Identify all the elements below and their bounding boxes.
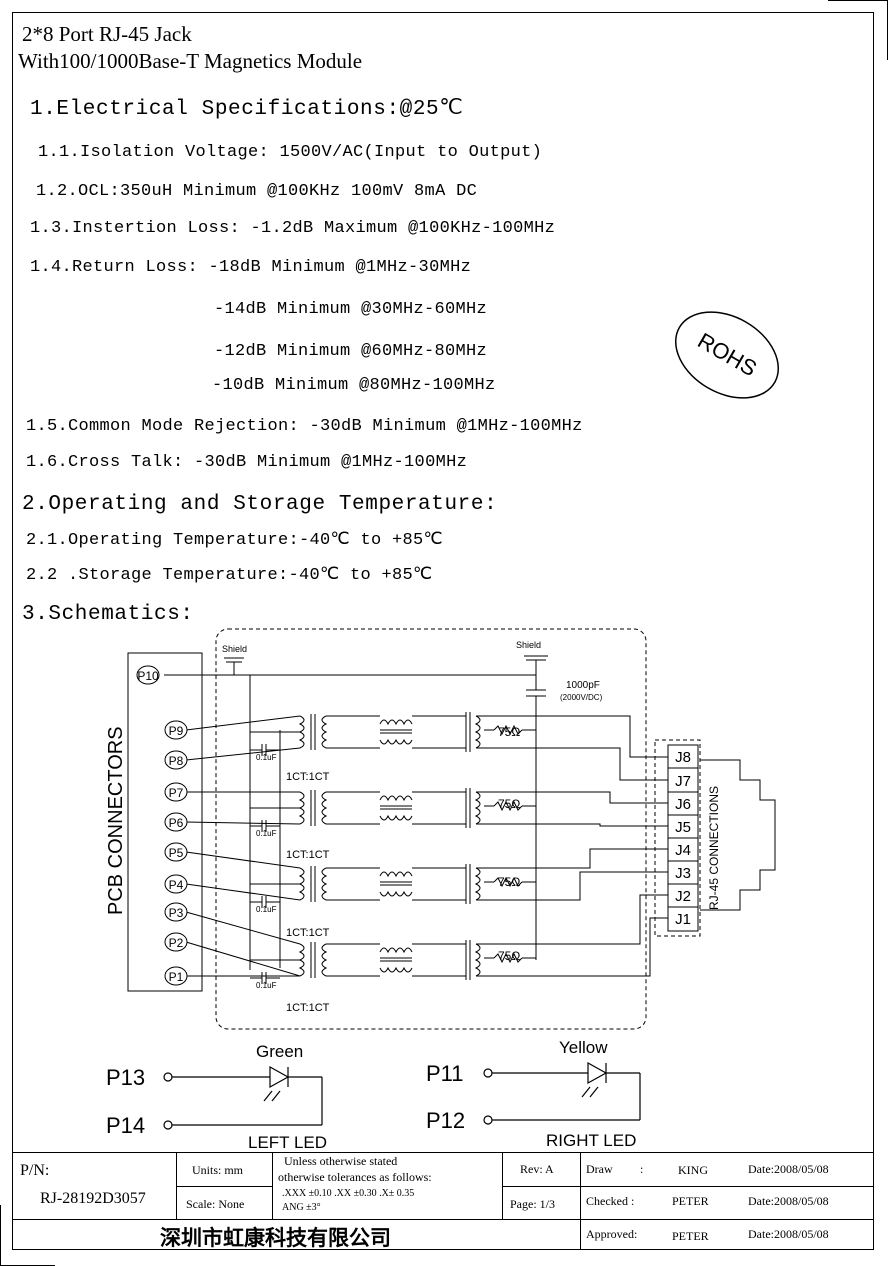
led-right-color: Yellow xyxy=(559,1038,608,1057)
jack-label: J4 xyxy=(675,842,691,859)
spec-item: 1.3.Instertion Loss: -1.2dB Maximum @100… xyxy=(30,219,556,238)
scale: Scale: None xyxy=(186,1197,245,1211)
led-right-pin-b: P12 xyxy=(426,1108,465,1133)
led-left-color: Green xyxy=(256,1042,303,1061)
approved-date: Date:2008/05/08 xyxy=(748,1227,829,1241)
jack-label: J6 xyxy=(675,796,691,813)
spec-item: 1.5.Common Mode Rejection: -30dB Minimum… xyxy=(26,417,583,436)
led-right-pin-a: P11 xyxy=(426,1061,464,1086)
spec-item: -12dB Minimum @60MHz-80MHz xyxy=(214,342,488,361)
channel-blocks xyxy=(185,711,668,985)
jack-label: J7 xyxy=(675,773,691,790)
jack-label: J5 xyxy=(675,819,691,836)
spec-item: -10dB Minimum @80MHz-100MHz xyxy=(212,376,496,395)
resistor-label: 75Ω xyxy=(498,797,520,811)
cap-rating: (2000V/DC) xyxy=(560,693,603,702)
led-right-label: RIGHT LED xyxy=(546,1131,636,1150)
pin-label: P9 xyxy=(169,724,184,738)
approved-name: PETER xyxy=(672,1229,709,1243)
corner-mark-top-right xyxy=(828,0,888,60)
temp-item: 2.2 .Storage Temperature:-40℃ to +85℃ xyxy=(26,566,433,585)
page-number: Page: 1/3 xyxy=(510,1197,555,1211)
ratio-label: 1CT:1CT xyxy=(286,1002,330,1014)
cap-value: 1000pF xyxy=(566,680,600,691)
jack-label: J3 xyxy=(675,865,691,882)
tolerance-line2: otherwise tolerances as follows: xyxy=(278,1170,432,1184)
resistor-label: 75Ω xyxy=(498,725,520,739)
checked-name: PETER xyxy=(672,1194,709,1208)
tolerance-line1: Unless otherwise stated xyxy=(284,1154,398,1168)
schematic-diagram: P10 P9 P8 P7 P6 P5 P4 P3 P2 P1 J8 J7 J6 … xyxy=(105,628,776,1030)
title-block xyxy=(12,1152,874,1250)
spec-item: 1.6.Cross Talk: -30dB Minimum @1MHz-100M… xyxy=(26,453,468,472)
small-cap-label: 0.1uF xyxy=(256,829,277,838)
small-cap-label: 0.1uF xyxy=(256,905,277,914)
draw-date: Date:2008/05/08 xyxy=(748,1162,829,1176)
rohs-badge: ROHS xyxy=(674,311,780,399)
drawing-frame xyxy=(12,12,874,1250)
pin-label: P6 xyxy=(169,816,184,830)
pin-label: P1 xyxy=(169,970,184,984)
tb-hline xyxy=(176,1186,272,1187)
jack-label: J8 xyxy=(675,749,691,766)
company-name: 深圳市虹康科技有限公司 xyxy=(160,1227,391,1250)
tb-hline xyxy=(502,1186,874,1187)
pin-label: P5 xyxy=(169,846,184,860)
tb-hline xyxy=(12,1219,874,1220)
led-left-pin-b: P14 xyxy=(106,1113,145,1138)
temp-item: 2.1.Operating Temperature:-40℃ to +85℃ xyxy=(26,531,443,550)
pn-value: RJ-28192D3057 xyxy=(40,1190,146,1207)
ratio-label: 1CT:1CT xyxy=(286,771,330,783)
title-line2: With100/1000Base-T Magnetics Module xyxy=(18,49,363,73)
led-left-label: LEFT LED xyxy=(248,1133,327,1150)
tb-vline xyxy=(580,1152,581,1250)
checked-date: Date:2008/05/08 xyxy=(748,1194,829,1208)
draw-name: KING xyxy=(678,1163,708,1177)
section1-heading: 1.Electrical Specifications:@25℃ xyxy=(30,98,464,121)
units: Units: mm xyxy=(192,1163,244,1177)
pin-label: P3 xyxy=(169,906,184,920)
pin-label: P4 xyxy=(169,878,184,892)
rj45-connections-label: RJ-45 CONNECTIONS xyxy=(707,786,721,910)
tolerance-line4: ANG ±3° xyxy=(282,1202,321,1213)
tb-vline xyxy=(176,1152,177,1219)
tb-vline xyxy=(272,1152,273,1219)
led-left-pin-a: P13 xyxy=(106,1065,145,1090)
tb-vline xyxy=(502,1152,503,1219)
checked-label: Checked : xyxy=(586,1194,635,1208)
resistor-label: 75Ω xyxy=(498,949,520,963)
draw-label: Draw xyxy=(586,1162,613,1176)
pin-label: P10 xyxy=(137,669,159,683)
led-diagram: Green P13 P14 LEFT LED Yellow P11 P12 RI… xyxy=(106,1038,641,1150)
pin-circles xyxy=(136,665,188,986)
spec-item: 1.4.Return Loss: -18dB Minimum @1MHz-30M… xyxy=(30,258,472,277)
tolerance-line3: .XXX ±0.10 .XX ±0.30 .X± 0.35 xyxy=(282,1188,415,1199)
revision: Rev: A xyxy=(520,1162,554,1176)
section3-heading: 3.Schematics: xyxy=(22,603,194,626)
title-line1: 2*8 Port RJ-45 Jack xyxy=(22,22,192,46)
rohs-label: ROHS xyxy=(693,328,761,381)
draw-colon: : xyxy=(640,1162,644,1176)
pin-label: P8 xyxy=(169,754,184,768)
spec-item: 1.1.Isolation Voltage: 1500V/AC(Input to… xyxy=(38,143,543,162)
small-cap-label: 0.1uF xyxy=(256,981,277,990)
pcb-connectors-label: PCB CONNECTORS xyxy=(105,726,127,915)
section2-heading: 2.Operating and Storage Temperature: xyxy=(22,493,498,516)
jack-label: J1 xyxy=(675,911,691,928)
approved-label: Approved: xyxy=(586,1227,638,1241)
spec-item: 1.2.OCL:350uH Minimum @100KHz 100mV 8mA … xyxy=(36,182,478,201)
ratio-label: 1CT:1CT xyxy=(286,927,330,939)
small-cap-label: 0.1uF xyxy=(256,753,277,762)
jack-label: J2 xyxy=(675,888,691,905)
spec-item: -14dB Minimum @30MHz-60MHz xyxy=(214,300,488,319)
pn-label: P/N: xyxy=(20,1162,50,1179)
pin-label: P7 xyxy=(169,786,184,800)
ratio-label: 1CT:1CT xyxy=(286,849,330,861)
pin-label: P2 xyxy=(169,936,184,950)
resistor-label: 75Ω xyxy=(498,875,520,889)
shield-label: Shield xyxy=(222,644,247,654)
shield-label: Shield xyxy=(516,640,541,650)
